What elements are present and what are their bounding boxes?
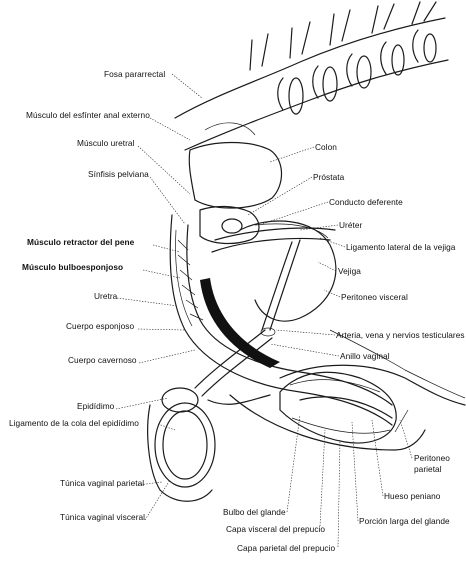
label-cuerpo-esponjoso: Cuerpo esponjoso bbox=[66, 321, 134, 331]
label-conducto-deferente: Conducto deferente bbox=[329, 197, 403, 207]
label-capa-visceral-prepucio: Capa visceral del prepucio bbox=[226, 524, 325, 534]
labels: Fosa pararrectal Músculo del esfínter an… bbox=[9, 69, 465, 553]
label-capa-parietal-prepucio: Capa parietal del prepucio bbox=[237, 543, 335, 553]
label-epididimo: Epidídimo bbox=[77, 401, 115, 411]
label-ureter: Uréter bbox=[339, 220, 363, 230]
bladder-region bbox=[200, 206, 336, 321]
label-prostata: Próstata bbox=[313, 172, 345, 182]
label-uretra: Uretra bbox=[94, 291, 118, 301]
label-arteria-vena-nervios: Arteria, vena y nervios testiculares bbox=[336, 330, 465, 340]
leader-lines bbox=[116, 74, 412, 547]
label-peritoneo-visceral: Peritoneo visceral bbox=[341, 292, 408, 302]
label-musculo-bulboesponjoso: Músculo bulboesponjoso bbox=[22, 262, 123, 272]
testis bbox=[148, 388, 270, 501]
vertebral-column bbox=[175, 2, 448, 150]
label-sinfisis-pelviana: Sínfisis pelviana bbox=[88, 169, 149, 179]
glans-prepuce bbox=[230, 365, 465, 450]
label-musculo-uretral: Músculo uretral bbox=[77, 138, 135, 148]
label-musculo-retractor-del-pene: Músculo retractor del pene bbox=[27, 237, 135, 247]
label-vejiga: Vejiga bbox=[338, 266, 361, 276]
label-fosa-pararrectal: Fosa pararrectal bbox=[104, 69, 165, 79]
label-anillo-vaginal: Anillo vaginal bbox=[340, 351, 390, 361]
label-hueso-peniano: Hueso peniano bbox=[384, 491, 441, 501]
label-ligamento-cola-epididimo: Ligamento de la cola del epidídimo bbox=[9, 418, 139, 428]
label-bulbo-glande: Bulbo del glande bbox=[223, 507, 286, 517]
label-ligamento-lateral-vejiga: Ligamento lateral de la vejiga bbox=[346, 242, 456, 252]
label-tunica-vaginal-parietal: Túnica vaginal parietal bbox=[60, 478, 144, 488]
label-porcion-larga-glande: Porción larga del glande bbox=[359, 516, 450, 526]
colon-shape bbox=[189, 123, 281, 208]
peritoneum-line bbox=[330, 330, 465, 398]
label-colon: Colon bbox=[315, 142, 337, 152]
label-tunica-vaginal-visceral: Túnica vaginal visceral bbox=[60, 512, 145, 522]
label-cuerpo-cavernoso: Cuerpo cavernoso bbox=[68, 355, 137, 365]
label-musculo-esfinter-anal-externo: Músculo del esfínter anal externo bbox=[26, 110, 150, 120]
